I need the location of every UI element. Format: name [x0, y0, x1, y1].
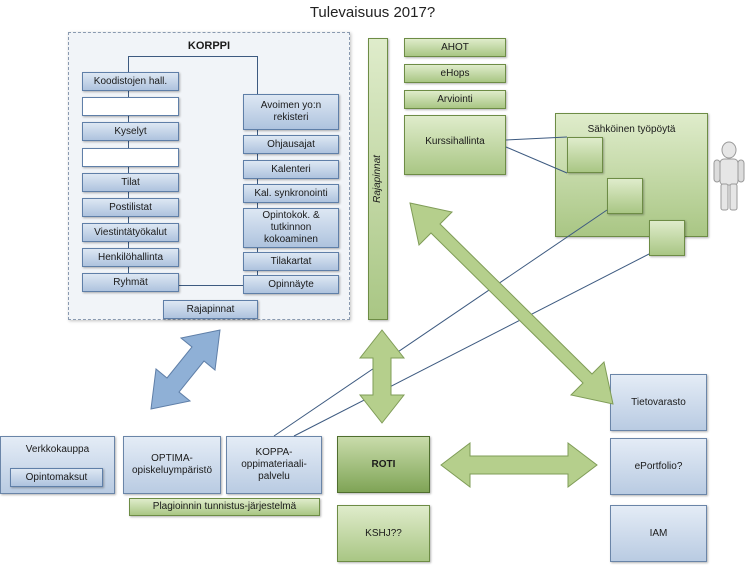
- connector-widget3-koppa: [293, 253, 650, 437]
- korppi-item-opinnayte: Opinnäyte: [243, 275, 339, 294]
- tyopoyta-widget-3: [649, 220, 685, 256]
- connector-widget2-optima: [273, 209, 608, 437]
- arrow-rajapinnat-roti: [358, 329, 406, 424]
- tyopoyta-widget-1: [567, 137, 603, 173]
- korppi-rajapinnat: Rajapinnat: [163, 300, 258, 319]
- arrow-roti-eportfolio: [440, 441, 598, 489]
- korppi-item-henkilohallinta: Henkilöhallinta: [82, 248, 179, 267]
- korppi-item-postilistat: Postilistat: [82, 198, 179, 217]
- korppi-item-viestintatyokalut: Viestintätyökalut: [82, 223, 179, 242]
- ahot-box: AHOT: [404, 38, 506, 57]
- korppi-item-ohjausajat: Ohjausajat: [243, 135, 339, 154]
- eportfolio-box: ePortfolio?: [610, 438, 707, 495]
- plagiointi-box: Plagioinnin tunnistus-järjestelmä: [129, 498, 320, 516]
- korppi-item-kalenteri: Kalenteri: [243, 160, 339, 179]
- ehops-box: eHops: [404, 64, 506, 83]
- opintomaksut-box: Opintomaksut: [10, 468, 103, 487]
- sahkoinen-tyopoyta-box: Sähköinen työpöytä: [555, 113, 708, 237]
- korppi-item-tilakartat: Tilakartat: [243, 252, 339, 271]
- kshj-box: KSHJ??: [337, 505, 430, 562]
- rajapinnat-vertical-bar: Rajapinnat: [368, 38, 388, 320]
- korppi-item-koodistojen: Koodistojen hall.: [82, 72, 179, 91]
- connector-kurssihallinta-widget1-top: [505, 136, 568, 141]
- korppi-item-tilat: Tilat: [82, 173, 179, 192]
- roti-box: ROTI: [337, 436, 430, 493]
- koppa-box: KOPPA-oppimateriaali-palvelu: [226, 436, 322, 494]
- arrow-korppi-optima: [150, 329, 221, 410]
- korppi-item-avoimen-rekisteri: Avoimen yo:n rekisteri: [243, 94, 339, 130]
- korppi-item-ryhmat: Ryhmät: [82, 273, 179, 292]
- tyopoyta-widget-2: [607, 178, 643, 214]
- korppi-item-opintokok: Opintokok. & tutkinnon kokoaminen: [243, 208, 339, 248]
- korppi-title: KORPPI: [187, 40, 231, 52]
- user-person-icon: [713, 141, 745, 211]
- connector-kurssihallinta-widget1-bottom: [505, 146, 568, 174]
- arrow-rajapinnat-tietovarasto: [409, 202, 614, 405]
- iam-box: IAM: [610, 505, 707, 562]
- kurssihallinta-box: Kurssihallinta: [404, 115, 506, 175]
- korppi-item-kyselyt: Kyselyt: [82, 122, 179, 141]
- optima-box: OPTIMA-opiskeluympäristö: [123, 436, 221, 494]
- korppi-item-empty-1: [82, 97, 179, 116]
- korppi-item-kal-synkronointi: Kal. synkronointi: [243, 184, 339, 203]
- korppi-item-empty-2: [82, 148, 179, 167]
- diagram-title: Tulevaisuus 2017?: [309, 4, 436, 21]
- arviointi-box: Arviointi: [404, 90, 506, 109]
